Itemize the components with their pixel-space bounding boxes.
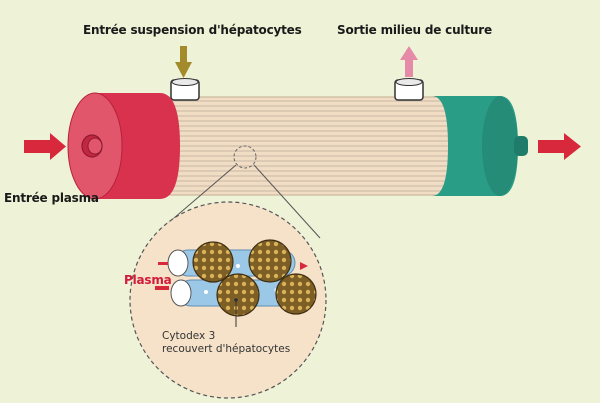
- right-end-cap: [432, 96, 528, 196]
- inlet-arrow-olive: [175, 46, 192, 78]
- outlet-medium-label: Sortie milieu de culture: [337, 23, 492, 37]
- cytodex-label-line1: Cytodex 3: [162, 330, 216, 342]
- hollow-fiber-body: [159, 96, 451, 196]
- cytodex-label-line2: recouvert d'hépatocytes: [162, 343, 291, 355]
- inlet-plasma-label: Entrée plasma: [4, 191, 99, 205]
- inlet-port: [170, 78, 200, 101]
- outlet-port: [394, 78, 424, 101]
- magnified-inset: [129, 201, 327, 399]
- plasma-outlet-arrow: [538, 133, 581, 160]
- plasma-inlet-arrow: [24, 133, 66, 160]
- cytodex-label: Cytodex 3 recouvert d'hépatocytes: [162, 330, 290, 356]
- left-end-cap: [67, 92, 180, 200]
- outlet-arrow-pink: [400, 46, 418, 77]
- plasma-label: Plasma: [124, 273, 172, 287]
- inlet-suspension-label: Entrée suspension d'hépatocytes: [83, 23, 302, 37]
